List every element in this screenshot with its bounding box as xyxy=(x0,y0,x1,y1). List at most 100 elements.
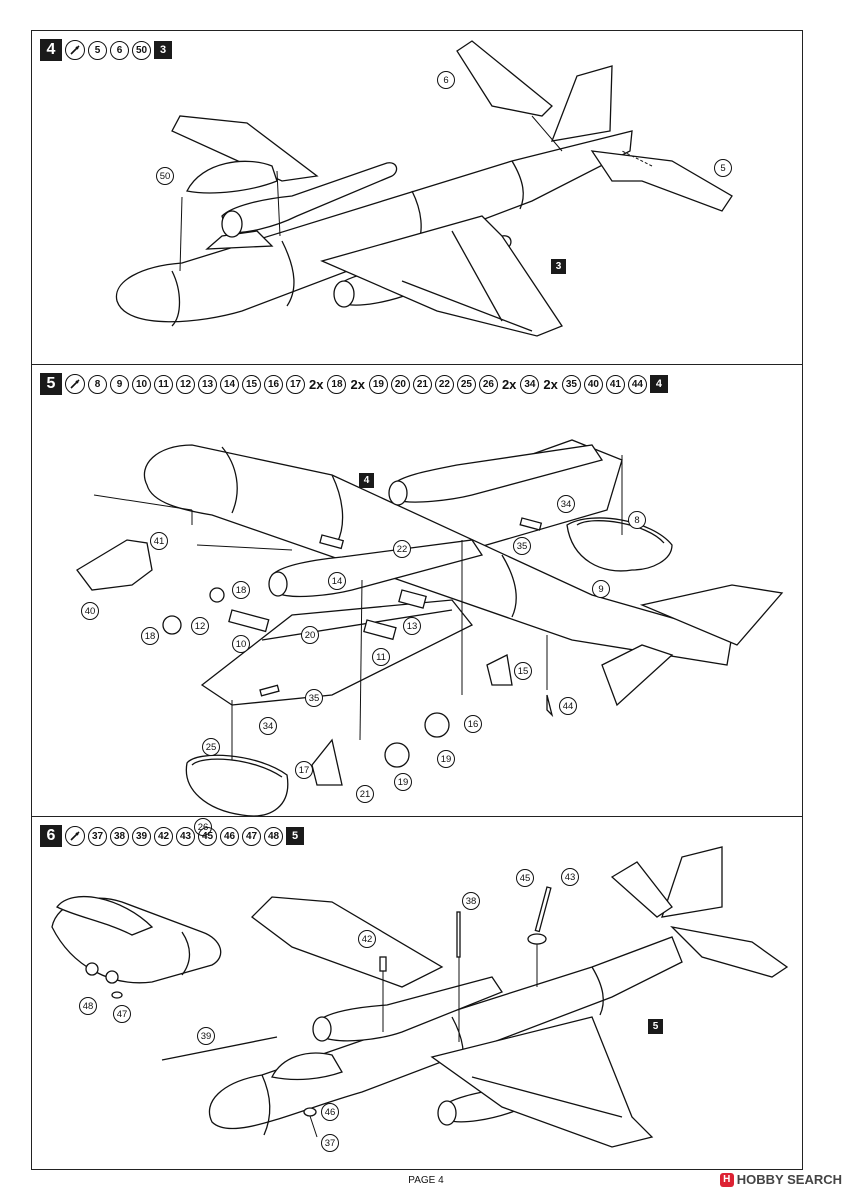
callout-46: 46 xyxy=(321,1103,339,1121)
callout-34: 34 xyxy=(557,495,575,513)
callout-45: 45 xyxy=(516,869,534,887)
step-4-header: 4 5 6 50 3 xyxy=(40,39,172,61)
callout-12: 12 xyxy=(191,617,209,635)
part-bubble: 26 xyxy=(478,374,498,394)
callout-18: 18 xyxy=(141,627,159,645)
reference-box-5: 5 xyxy=(648,1019,663,1034)
aircraft-drawing-step-6 xyxy=(51,846,789,1148)
part-bubble: 10 xyxy=(132,374,151,394)
part-bubble: 20 xyxy=(390,374,410,394)
part-bubble: 43 xyxy=(176,826,195,846)
callout-39: 39 xyxy=(197,1027,215,1045)
glue-icon xyxy=(65,40,85,60)
step-6-header: 6 37 38 39 42 43 45 46 47 48 5 xyxy=(40,825,304,847)
part-bubble: 5 xyxy=(88,40,107,60)
page-number: PAGE 4 xyxy=(408,1175,444,1186)
callout-19: 19 xyxy=(437,750,455,768)
part-bubble: 39 xyxy=(132,826,151,846)
part-bubble: 50 xyxy=(132,40,151,60)
part-bubble: 22 xyxy=(434,374,454,394)
part-bubble: 6 xyxy=(110,40,129,60)
callout-10: 10 xyxy=(232,635,250,653)
watermark-text: HOBBY SEARCH xyxy=(736,1172,842,1187)
callout-13: 13 xyxy=(403,617,421,635)
part-bubble: 19 xyxy=(368,374,388,394)
callout-19: 19 xyxy=(394,773,412,791)
multiplier-label: 2x xyxy=(350,376,365,392)
glue-icon xyxy=(65,374,85,394)
multiplier-label: 2x xyxy=(543,376,558,392)
part-bubble: 18 xyxy=(327,374,347,394)
aircraft-drawing-step-4 xyxy=(115,40,733,337)
part-bubble: 21 xyxy=(412,374,432,394)
part-bubble: 40 xyxy=(583,374,603,394)
callout-35: 35 xyxy=(513,537,531,555)
part-bubble: 25 xyxy=(456,374,476,394)
callout-5: 5 xyxy=(714,159,732,177)
callout-14: 14 xyxy=(328,572,346,590)
callout-34: 34 xyxy=(259,717,277,735)
reference-box: 4 xyxy=(649,375,668,393)
part-bubble: 11 xyxy=(154,374,173,394)
part-bubble: 37 xyxy=(88,826,107,846)
callout-40: 40 xyxy=(81,602,99,620)
callout-42: 42 xyxy=(358,930,376,948)
aircraft-underside-drawing-step-5 xyxy=(76,439,784,817)
callout-11: 11 xyxy=(372,648,390,666)
multiplier-label: 2x xyxy=(501,376,517,392)
callout-41: 41 xyxy=(150,532,168,550)
callout-44: 44 xyxy=(559,697,577,715)
reference-box-4: 4 xyxy=(359,473,374,488)
part-bubble: 47 xyxy=(242,826,261,846)
multiplier-label: 2x xyxy=(309,376,324,392)
glue-icon xyxy=(65,826,85,846)
callout-38: 38 xyxy=(462,892,480,910)
part-bubble: 12 xyxy=(176,374,195,394)
part-bubble: 46 xyxy=(220,826,239,846)
callout-47: 47 xyxy=(113,1005,131,1023)
callout-16: 16 xyxy=(464,715,482,733)
callout-37: 37 xyxy=(321,1134,339,1152)
callout-48: 48 xyxy=(79,997,97,1015)
hobby-search-logo-icon: H xyxy=(719,1172,734,1187)
reference-box: 3 xyxy=(154,41,172,59)
step-number: 5 xyxy=(40,373,62,395)
part-bubble: 34 xyxy=(520,374,540,394)
callout-17: 17 xyxy=(295,761,313,779)
part-bubble: 41 xyxy=(605,374,625,394)
step-5-header: 5 8 9 10 11 12 13 14 15 16 17 2x 18 2x 1… xyxy=(40,373,668,395)
reference-box-3: 3 xyxy=(551,259,566,274)
callout-50: 50 xyxy=(156,167,174,185)
instruction-sheet: 4 5 6 50 3 xyxy=(31,30,803,1170)
part-bubble: 9 xyxy=(110,374,129,394)
callout-21: 21 xyxy=(356,785,374,803)
watermark: H HOBBY SEARCH xyxy=(719,1172,842,1187)
callout-25: 25 xyxy=(202,738,220,756)
callout-18: 18 xyxy=(232,581,250,599)
part-bubble: 44 xyxy=(627,374,647,394)
step-number: 6 xyxy=(40,825,62,847)
reference-box: 5 xyxy=(286,827,304,845)
callout-6: 6 xyxy=(437,71,455,89)
step-6-panel: 6 37 38 39 42 43 45 46 47 48 5 xyxy=(32,816,802,1171)
callout-35: 35 xyxy=(305,689,323,707)
part-bubble: 8 xyxy=(88,374,107,394)
part-bubble: 45 xyxy=(198,826,217,846)
callout-22: 22 xyxy=(393,540,411,558)
part-bubble: 15 xyxy=(242,374,261,394)
step-5-panel: 5 8 9 10 11 12 13 14 15 16 17 2x 18 2x 1… xyxy=(32,364,802,836)
part-bubble: 14 xyxy=(220,374,239,394)
part-bubble: 35 xyxy=(561,374,581,394)
step-4-panel: 4 5 6 50 3 xyxy=(32,31,802,364)
callout-43: 43 xyxy=(561,868,579,886)
callout-8: 8 xyxy=(628,511,646,529)
callout-15: 15 xyxy=(514,662,532,680)
part-bubble: 16 xyxy=(264,374,283,394)
callout-20: 20 xyxy=(301,626,319,644)
callout-9: 9 xyxy=(592,580,610,598)
part-bubble: 38 xyxy=(110,826,129,846)
part-bubble: 17 xyxy=(286,374,305,394)
part-bubble: 13 xyxy=(198,374,217,394)
step-number: 4 xyxy=(40,39,62,61)
part-bubble: 48 xyxy=(264,826,283,846)
